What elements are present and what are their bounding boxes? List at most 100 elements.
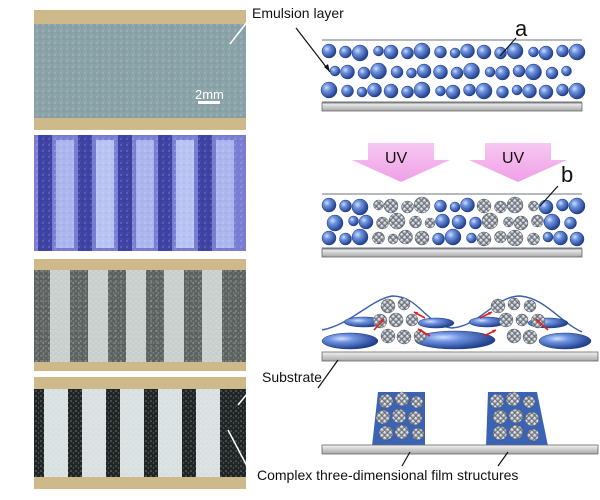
emulsion-droplet	[435, 213, 450, 229]
emulsion-droplet	[494, 46, 507, 60]
emulsion-droplet	[463, 83, 476, 97]
emulsion-droplet	[444, 228, 462, 246]
emulsion-layer-arrow	[295, 27, 331, 73]
emulsion-pointer-line	[229, 21, 248, 45]
crosslinked-droplet	[515, 313, 529, 327]
substrate-arrow	[317, 359, 339, 389]
emulsion-droplet	[466, 232, 477, 244]
emulsion-droplet	[321, 43, 337, 59]
crosslinked-droplet	[394, 424, 410, 440]
emulsion-layer-label: Emulsion layer	[252, 5, 344, 21]
droplets-migrating	[321, 297, 592, 350]
emulsion-droplet	[556, 44, 569, 58]
crosslinked-droplet	[506, 229, 524, 247]
emulsion-droplet	[528, 46, 539, 58]
crosslinked-droplet	[372, 313, 388, 329]
substrate-1	[321, 102, 583, 112]
migration-arrowhead	[380, 319, 384, 323]
emulsion-droplet	[568, 82, 586, 100]
crosslinked-droplet	[383, 198, 399, 214]
crosslinked-droplet	[409, 215, 422, 229]
emulsion-droplet	[512, 64, 526, 78]
emulsion-droplet	[390, 65, 404, 79]
emulsion-droplet	[340, 64, 355, 80]
crosslinked-droplet	[396, 329, 412, 345]
photo-1-emulsion: 2mm	[34, 10, 248, 130]
emulsion-droplet	[556, 83, 569, 97]
crosslinked-droplet	[378, 425, 394, 441]
emulsion-droplet	[451, 214, 467, 230]
crosslinked-droplet	[494, 230, 507, 244]
emulsion-droplet	[561, 65, 572, 77]
crosslinked-droplet	[373, 199, 384, 211]
scale-bar	[198, 101, 220, 104]
crosslinked-droplet	[506, 328, 522, 344]
crosslinked-droplet	[413, 196, 431, 214]
emulsion-droplet	[553, 230, 568, 246]
emulsion-droplet	[351, 228, 369, 246]
crosslinked-droplets-in-pillars	[375, 391, 540, 442]
crosslinked-droplet	[505, 391, 521, 407]
uv-arrow-right: UV	[469, 143, 567, 182]
substrate-label: Substrate	[262, 369, 322, 385]
emulsion-droplet	[525, 63, 542, 81]
flattened-droplet	[538, 332, 592, 350]
crosslinked-droplet	[523, 299, 537, 313]
migration-arrowhead	[414, 311, 418, 316]
crosslinked-droplet	[387, 233, 399, 245]
emulsion-droplet	[367, 82, 382, 98]
emulsion-droplet	[538, 199, 554, 215]
crosslinked-droplet	[388, 312, 404, 328]
emulsion-droplet	[495, 65, 510, 81]
emulsion-droplet	[569, 231, 585, 247]
crosslinked-droplet	[405, 313, 419, 327]
emulsion-droplet	[445, 84, 461, 100]
photo4-pointer-bottom	[227, 429, 249, 469]
emulsion-droplet	[339, 45, 352, 59]
crosslinked-droplet	[522, 329, 538, 345]
substrate-4	[321, 444, 599, 455]
schematic-step-4	[321, 391, 599, 455]
emulsion-droplet	[383, 44, 399, 60]
emulsion-droplet	[475, 82, 493, 100]
emulsion-droplet	[321, 197, 337, 213]
schematic-step-2: b	[321, 162, 586, 258]
crosslinked-droplet	[498, 312, 514, 328]
crosslinked-droplet	[503, 216, 514, 228]
crosslinked-droplet	[526, 428, 540, 442]
emulsion-droplet	[432, 232, 445, 246]
emulsion-droplet	[358, 214, 374, 230]
crosslinked-droplet	[527, 232, 540, 246]
crosslinked-droplet	[397, 297, 411, 311]
crosslinked-droplet	[391, 408, 407, 424]
crosslinked-droplet	[410, 395, 424, 409]
droplets-partially-crosslinked	[321, 196, 586, 247]
crosslinked-droplet	[394, 391, 410, 407]
emulsion-droplet	[373, 45, 384, 57]
crosslinked-droplet	[388, 212, 406, 230]
crosslinked-droplet	[476, 231, 492, 247]
photo-4-3d-film	[34, 377, 249, 489]
crosslinked-droplet	[489, 393, 505, 409]
emulsion-droplet	[542, 231, 554, 243]
crosslinked-droplet	[508, 408, 524, 424]
emulsion-droplet	[463, 62, 480, 80]
crosslinked-droplet	[407, 410, 423, 426]
film-structures-label: Complex three-dimensional film structure…	[257, 467, 518, 483]
crosslinked-droplet	[380, 298, 396, 314]
emulsion-droplet	[326, 214, 344, 232]
migration-arrowhead	[492, 329, 496, 334]
emulsion-droplet	[433, 64, 448, 80]
emulsion-droplet	[568, 43, 586, 61]
marker-a: a	[515, 16, 528, 41]
photo4-pointer-top	[237, 393, 248, 406]
crosslinked-droplet	[494, 200, 507, 214]
emulsion-droplet	[496, 85, 509, 99]
crosslinked-droplet	[492, 409, 508, 425]
crosslinked-droplet	[476, 198, 492, 214]
migration-arrowhead	[418, 329, 422, 333]
migration-arrowhead	[488, 311, 492, 316]
emulsion-droplet	[460, 43, 475, 59]
crosslinked-droplet	[522, 395, 536, 409]
